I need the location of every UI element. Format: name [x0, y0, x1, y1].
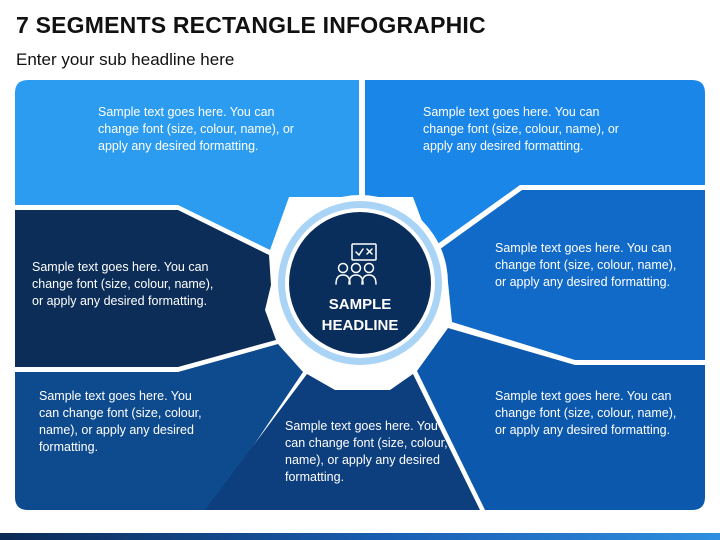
bottom-accent-bar — [0, 533, 720, 540]
center-headline: SAMPLE HEADLINE — [300, 294, 420, 336]
page-subtitle: Enter your sub headline here — [16, 50, 235, 69]
segment-text-middle-left: Sample text goes here. You can change fo… — [32, 260, 214, 308]
segment-bottom-left — [15, 344, 303, 510]
segment-middle-left — [15, 210, 276, 367]
center-headline-line1: SAMPLE — [328, 296, 392, 313]
segment-middle-right — [436, 190, 705, 360]
center-circle — [289, 212, 431, 354]
segment-text-top-left: Sample text goes here. You can change fo… — [98, 105, 294, 153]
segment-bottom-right — [417, 328, 705, 510]
page-title: 7 SEGMENTS RECTANGLE INFOGRAPHIC — [16, 12, 486, 38]
center-headline-line2: HEADLINE — [321, 317, 399, 334]
segment-text-bottom-right: Sample text goes here. You can change fo… — [495, 389, 677, 437]
segment-top-right — [365, 80, 705, 248]
segment-top-left — [15, 80, 359, 250]
segment-bottom-center — [205, 374, 480, 510]
segment-text-top-right: Sample text goes here. You can change fo… — [423, 105, 619, 153]
segment-text-bottom-left: Sample text goes here. You can change fo… — [39, 389, 202, 454]
presentation-team-icon — [335, 243, 377, 285]
segment-text-middle-right: Sample text goes here. You can change fo… — [495, 241, 677, 289]
segment-text-bottom-center: Sample text goes here. You can change fo… — [285, 419, 448, 484]
